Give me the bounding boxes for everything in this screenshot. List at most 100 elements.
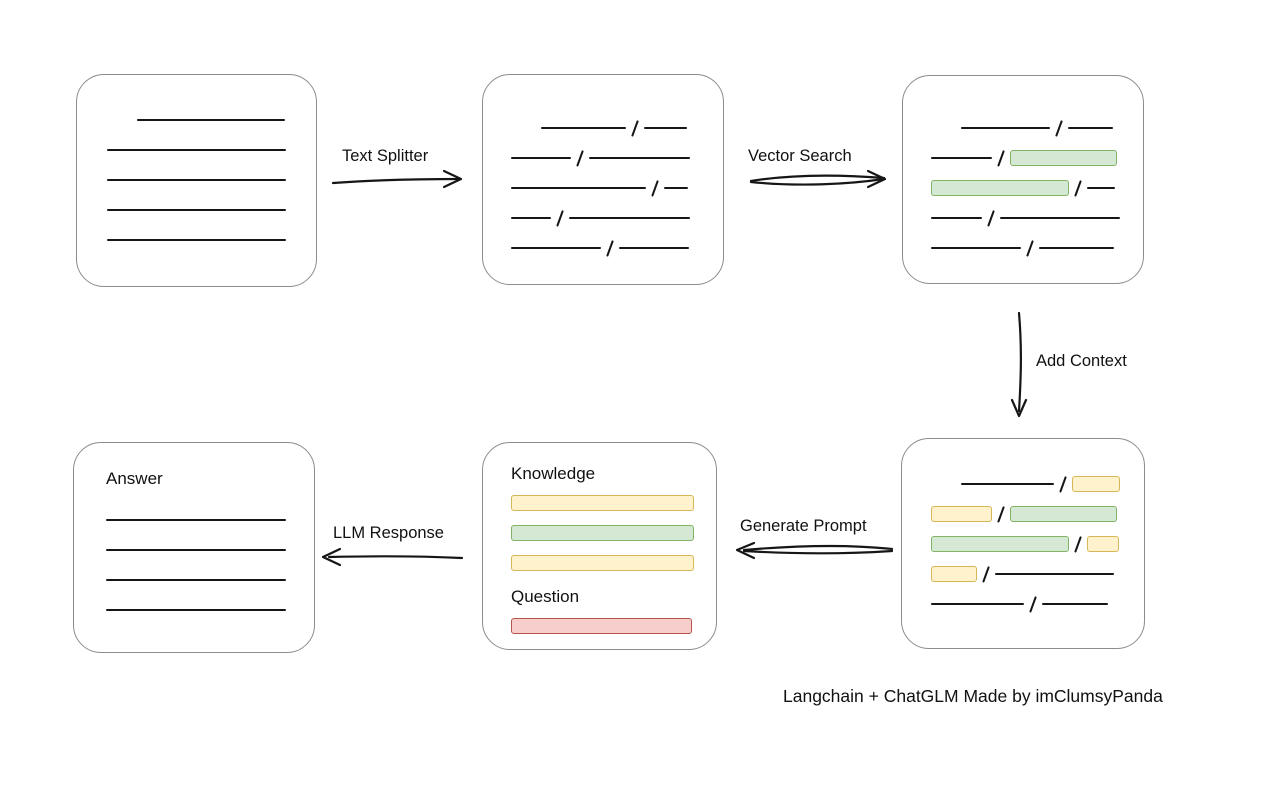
yellow-chunk [1072,476,1121,492]
text-line [961,126,1050,130]
slash-separator [1029,595,1038,613]
text-line [589,156,691,160]
chunk-row [931,173,1143,203]
slash-separator [556,209,565,227]
source-document-lines [77,75,316,255]
llm-response-label: LLM Response [333,524,444,542]
text-line [1087,186,1116,190]
chunk-row [511,611,716,641]
yellow-chunk [931,506,992,522]
chunk-row [511,173,723,203]
slash-separator [997,149,1006,167]
yellow-chunk [1087,536,1120,552]
green-chunk [931,536,1069,552]
split-text-box [482,74,724,285]
vector-match-rows [903,76,1143,263]
chunk-row [511,488,716,518]
yellow-chunk [511,555,694,571]
vector-search-arrow [749,169,887,189]
text-line [511,216,551,220]
answer-box: Answer [73,442,315,653]
answer-label: Answer [106,469,163,488]
question-bar [483,611,716,641]
context-rows [902,439,1144,619]
text-line [995,572,1115,576]
text-line [511,246,601,250]
chunk-row [931,559,1144,589]
chunk-row [931,113,1143,143]
chunk-row [931,143,1143,173]
slash-separator [606,239,615,257]
chunk-row [107,225,316,255]
text-line [931,602,1024,606]
answer-lines [74,489,314,625]
source-document-box [76,74,317,287]
chunk-row [511,113,723,143]
text-line [961,482,1054,486]
chunk-row [511,203,723,233]
chunk-row [511,548,716,578]
add-context-arrow [1010,311,1028,418]
chunk-row [106,595,314,625]
text-line [931,246,1021,250]
text-line [511,156,571,160]
knowledge-label: Knowledge [511,464,596,483]
generate-prompt-arrow [735,541,894,560]
text-line [106,608,286,612]
text-line [1000,216,1121,220]
chunk-row [511,518,716,548]
text-line [106,518,286,522]
text-line [644,126,688,130]
text-line [1039,246,1115,250]
chunk-row [106,505,314,535]
text-line [541,126,626,130]
text-line [106,578,286,582]
chunk-row [106,535,314,565]
text-line [931,156,992,160]
text-line [107,148,286,152]
yellow-chunk [931,566,977,582]
text-line [107,178,286,182]
question-label: Question [511,587,580,606]
text-line [931,216,982,220]
chunk-row [107,105,316,135]
slash-separator [1055,119,1064,137]
chunk-row [107,195,316,225]
text-line [569,216,691,220]
text-line [107,238,286,242]
context-box [901,438,1145,649]
slash-separator [997,505,1006,523]
green-chunk [1010,506,1118,522]
green-chunk [1010,150,1118,166]
text-splitter-label: Text Splitter [342,147,429,165]
text-splitter-arrow [331,169,463,189]
text-line [106,548,286,552]
add-context-label: Add Context [1036,352,1127,370]
chunk-row [931,499,1144,529]
chunk-row [931,203,1143,233]
vector-match-box [902,75,1144,284]
slash-separator [1059,475,1068,493]
text-line [107,208,286,212]
text-line [619,246,690,250]
chunk-row [931,469,1144,499]
chunk-row [511,233,723,263]
slash-separator [1074,535,1083,553]
prompt-box: Knowledge Question [482,442,717,650]
yellow-chunk [511,495,694,511]
chunk-row [106,565,314,595]
chunk-row [931,529,1144,559]
slash-separator [576,149,585,167]
chunk-row [511,143,723,173]
green-chunk [511,525,694,541]
slash-separator [1074,179,1083,197]
red-chunk [511,618,692,634]
chunk-row [107,135,316,165]
vector-search-label: Vector Search [748,147,852,165]
split-text-rows [483,75,723,263]
text-line [1068,126,1114,130]
slash-separator [987,209,996,227]
chunk-row [931,233,1143,263]
llm-response-arrow [321,547,464,567]
